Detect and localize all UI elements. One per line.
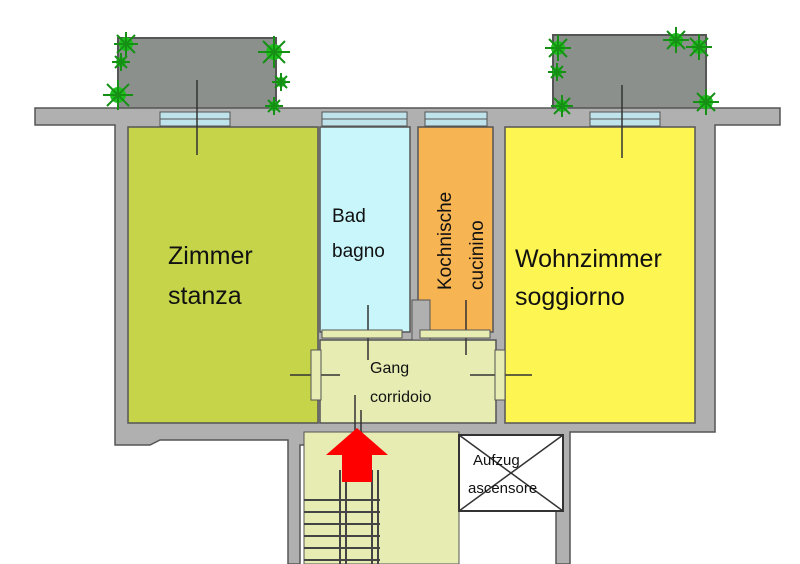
label-bad-line2: bagno (332, 241, 385, 262)
label-aufzug-line1: Aufzug (473, 452, 520, 469)
room-zimmer (127, 126, 319, 424)
label-wohnzimmer-line1: Wohnzimmer (515, 245, 662, 273)
plant-icon (545, 35, 571, 61)
label-bad-line1: Bad (332, 206, 366, 227)
plant-icon (258, 36, 290, 68)
plant-icon (103, 80, 133, 110)
room-gang (319, 339, 497, 424)
plant-icon (265, 97, 283, 115)
plant-icon (693, 89, 719, 115)
balcony-right (552, 34, 707, 111)
label-gang-line2: corridoio (370, 389, 431, 406)
label-wohnzimmer-line2: soggiorno (515, 283, 625, 311)
plant-icon (114, 32, 138, 56)
label-kochnische-line2: cucinino (467, 220, 488, 290)
room-bad (319, 126, 411, 333)
label-zimmer-line1: Zimmer (168, 242, 253, 270)
label-zimmer-line2: stanza (168, 282, 242, 310)
plant-icon (272, 73, 290, 91)
plant-icon (663, 27, 689, 53)
label-gang-line1: Gang (370, 360, 409, 377)
plant-icon (548, 63, 566, 81)
plant-icon (112, 53, 130, 71)
plant-icon (551, 95, 573, 117)
stair-steps (304, 470, 380, 564)
label-kochnische-line1: Kochnische (435, 192, 456, 290)
plant-icon (686, 34, 712, 60)
entrance-arrow-icon (326, 428, 388, 482)
label-aufzug-line2: ascensore (468, 480, 537, 497)
room-wohnzimmer (504, 126, 696, 424)
door-jambs (310, 329, 506, 401)
room-kochnische (417, 126, 494, 333)
plants (103, 27, 719, 117)
